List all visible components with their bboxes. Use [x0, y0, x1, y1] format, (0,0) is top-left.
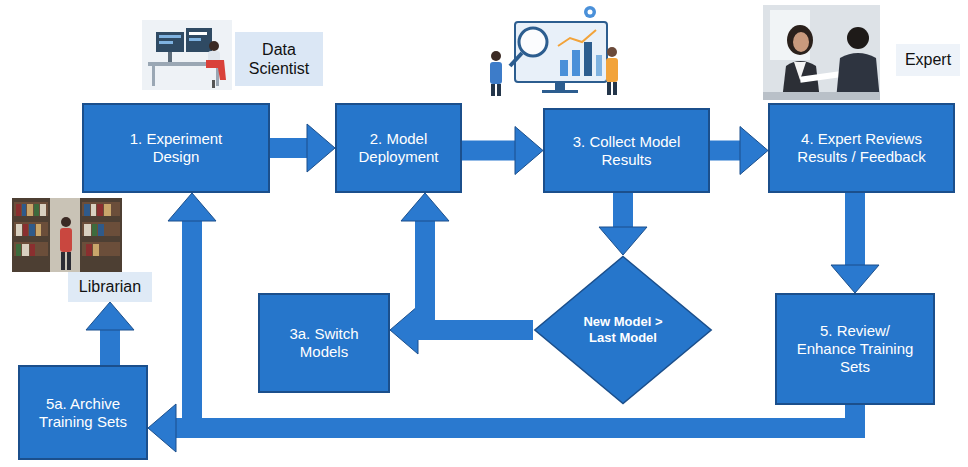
role-label-text: Data Scientist	[240, 40, 318, 78]
block-arrow	[270, 124, 335, 172]
arrow-head	[148, 404, 176, 452]
decision-diamond: New Model > Last Model	[533, 255, 713, 405]
arrow-shaft	[425, 220, 533, 330]
block-arrow	[86, 302, 134, 365]
process-box: 5a. Archive Training Sets	[18, 365, 148, 460]
arrow-shaft	[462, 141, 516, 161]
diamond-shape	[535, 257, 711, 404]
block-arrow	[168, 193, 855, 428]
arrow-head	[831, 265, 879, 293]
step-text: 5a. Archive Training Sets	[30, 395, 136, 431]
arrow-shaft	[845, 193, 865, 266]
arrow-shaft	[270, 138, 308, 158]
librarian-photo	[12, 198, 122, 272]
role-label: Librarian	[68, 272, 152, 302]
process-box: 4. Expert Reviews Results / Feedback	[768, 103, 955, 193]
arrow-head	[86, 302, 134, 330]
arrow-head	[307, 124, 335, 172]
step-text: 3a. Switch Models	[274, 325, 374, 361]
process-box: 2. Model Deployment	[335, 103, 462, 193]
expert-photo	[763, 5, 880, 100]
step-text: 1. Experiment Design	[115, 130, 237, 166]
arrow-shaft	[192, 220, 855, 428]
step-text: 4. Expert Reviews Results / Feedback	[787, 130, 937, 166]
block-arrow	[401, 193, 533, 330]
arrow-head	[515, 127, 543, 175]
block-arrow	[462, 127, 543, 175]
arrow-shaft	[100, 329, 120, 365]
process-box: 3. Collect Model Results	[543, 108, 710, 193]
arrow-head	[168, 193, 216, 221]
role-label: Data Scientist	[235, 32, 323, 86]
role-label-text: Librarian	[79, 277, 141, 296]
block-arrow	[831, 193, 879, 293]
arrow-shaft	[613, 193, 633, 228]
arrow-head	[740, 127, 768, 175]
block-arrow	[599, 193, 647, 255]
step-text: 3. Collect Model Results	[559, 133, 695, 169]
role-label-text: Expert	[905, 50, 951, 69]
data-scientist-illustration	[142, 20, 232, 90]
process-box: 1. Experiment Design	[82, 103, 270, 193]
step-text: 2. Model Deployment	[349, 130, 449, 166]
arrow-head	[390, 306, 418, 354]
analytics-illustration	[490, 6, 618, 96]
arrow-shaft	[710, 141, 741, 161]
step-text: 5. Review/ Enhance Training Sets	[792, 322, 918, 376]
block-arrow	[710, 127, 768, 175]
arrow-head	[401, 193, 449, 221]
decision-text: New Model > Last Model	[577, 314, 669, 345]
process-box: 3a. Switch Models	[258, 293, 390, 393]
process-box: 5. Review/ Enhance Training Sets	[775, 293, 935, 405]
arrow-head	[599, 227, 647, 255]
role-label: Expert	[896, 44, 960, 76]
